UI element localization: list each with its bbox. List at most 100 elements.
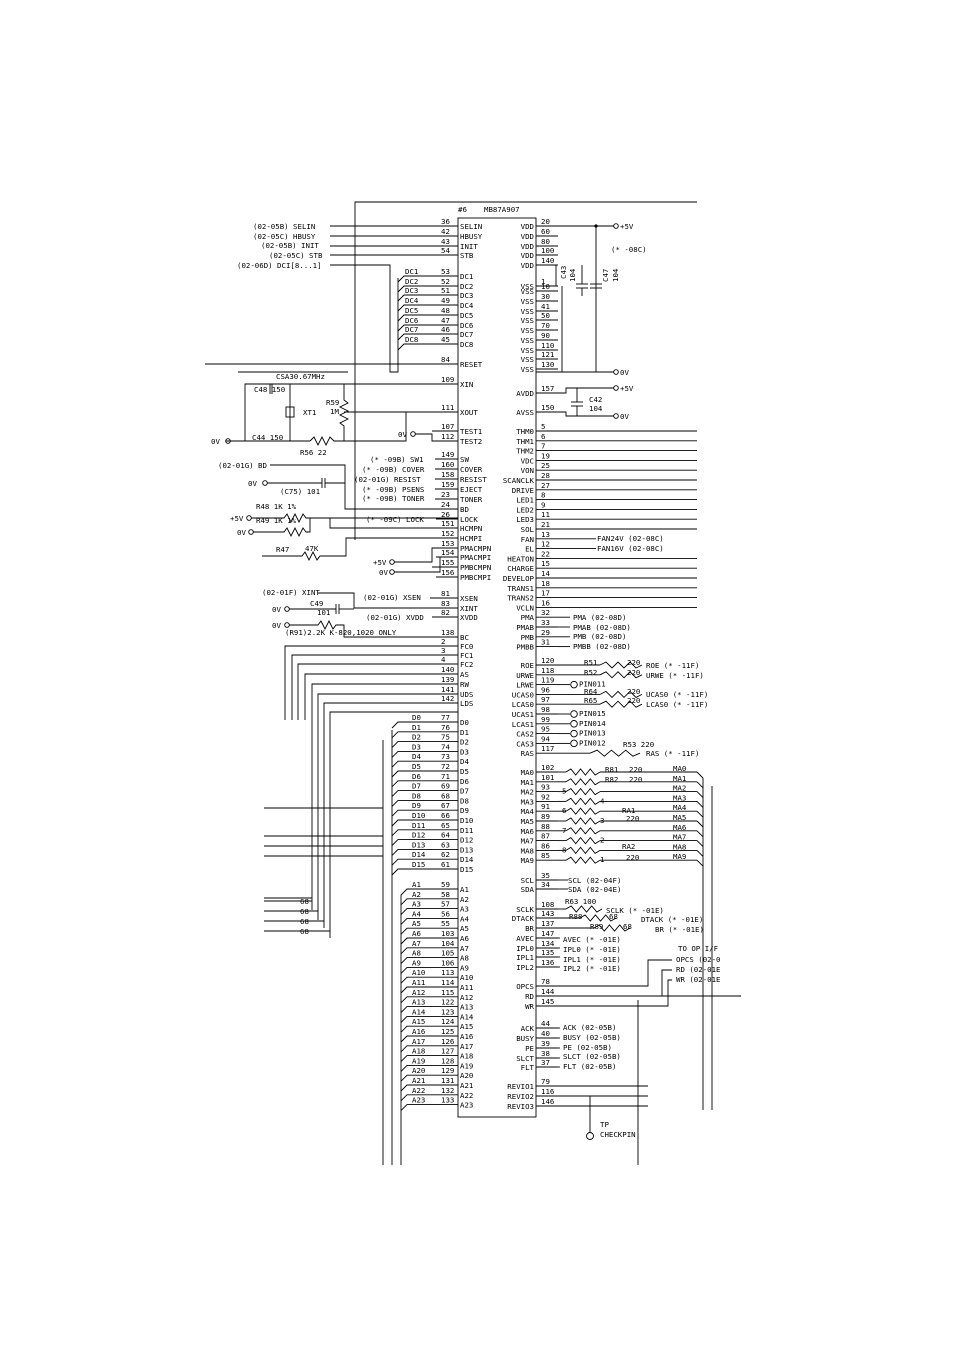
ref-xsen: (02-01G) XSEN xyxy=(363,593,421,602)
ic-right-pin-number: 60 xyxy=(541,227,550,236)
ma-label: MA1 xyxy=(673,774,686,783)
ic-left-pin-name: XIN xyxy=(460,380,473,389)
ma-label: MA2 xyxy=(673,784,686,793)
ic-left-pin-name: A5 xyxy=(460,924,469,933)
ic-right-pin-number: 119 xyxy=(541,676,554,685)
ic-left-pin-name: A23 xyxy=(460,1101,473,1110)
data-bus-label: D6 xyxy=(412,772,421,781)
ic-left-pin-name: XOUT xyxy=(460,408,478,417)
address-bus-entry xyxy=(400,888,436,896)
address-bus-label: A13 xyxy=(412,998,425,1007)
osc-label: CSA30.67MHz xyxy=(276,372,325,381)
ic-right-pin-number: 12 xyxy=(541,540,550,549)
ic-right-pin-number: 25 xyxy=(541,461,550,470)
vss-0v: 0V xyxy=(620,368,629,377)
resistor-array-pin: 5 xyxy=(562,787,566,796)
ic-right-pin-name: VDC xyxy=(521,456,534,465)
ic-left-pin-number: 124 xyxy=(441,1017,455,1026)
bus-control-lines xyxy=(264,645,458,938)
address-bus-entry xyxy=(400,1104,436,1111)
c47-label: C47 xyxy=(601,269,610,282)
ic-left-pin-number: 81 xyxy=(441,589,450,598)
dc-bus-label: DC1 xyxy=(405,267,418,276)
ic-left-pin-number: 149 xyxy=(441,450,454,459)
ic-right-pin-number: 101 xyxy=(541,773,554,782)
ic-right-pin-number: 130 xyxy=(541,360,554,369)
ic-right-pin-name: LCAS1 xyxy=(512,720,534,729)
ic-left-pin-name: SW xyxy=(460,455,469,464)
ic-left-pin-number: 84 xyxy=(441,355,450,364)
ic-right-pin-number: 28 xyxy=(541,471,550,480)
ic-left-pin-name: D14 xyxy=(460,855,474,864)
ic-right-pin-number: 143 xyxy=(541,909,554,918)
r59-label: R59 xyxy=(326,398,339,407)
ic-right-pin-name: ACK xyxy=(521,1024,535,1033)
c49-value: 101 xyxy=(317,608,330,617)
ic-ref: #6 xyxy=(458,205,467,214)
pin-marker xyxy=(570,720,578,728)
ma-resistor xyxy=(565,797,601,806)
resistor-array-pin: 2 xyxy=(600,836,604,845)
br-resistor xyxy=(593,924,631,932)
ma-label: MA7 xyxy=(673,833,686,842)
ic-left-pin-name: D5 xyxy=(460,767,469,776)
ic-left-pin-name: DC6 xyxy=(460,321,473,330)
pin-marker-label: PIN012 xyxy=(579,738,606,747)
ic-left-pin-number: 58 xyxy=(441,890,450,899)
xint-0v: 0V xyxy=(272,605,281,614)
data-bus-label: D2 xyxy=(412,733,421,742)
ic-left-pin-name: DC1 xyxy=(460,272,473,281)
ic-right-pin-name: LED1 xyxy=(516,496,534,505)
ic-part: MB87A907 xyxy=(484,205,520,214)
data-bus-entry xyxy=(391,760,436,768)
ic-right-pin-number: 10 xyxy=(541,282,550,291)
address-bus-entry xyxy=(400,1035,436,1043)
ic-left-pin-number: 106 xyxy=(441,958,454,967)
right-signal-lines xyxy=(558,430,741,1165)
ic-right-pin-name: BR xyxy=(525,924,534,933)
urwe-ref: URWE (* -11F) xyxy=(646,671,704,680)
ref-cover: (* -09B) COVER xyxy=(362,465,425,474)
ic-left-pin-number: 123 xyxy=(441,1007,454,1016)
ic-left-pin-number: 36 xyxy=(441,217,450,226)
data-bus-label: D4 xyxy=(412,752,421,761)
r81-label: R81 xyxy=(605,765,618,774)
data-bus-label: D0 xyxy=(412,713,421,722)
ic-right-pin-name: VSS xyxy=(521,287,534,296)
tp-checkpin xyxy=(586,1132,594,1140)
ic-left-pin-number: 48 xyxy=(441,306,450,315)
ic-left-pin-number: 155 xyxy=(441,558,454,567)
ic-right-pin-number: 70 xyxy=(541,321,550,330)
ic-right-pin-number: 110 xyxy=(541,341,554,350)
address-bus-entry xyxy=(400,957,436,964)
pin-marker-label: PIN013 xyxy=(579,729,606,738)
ic-left-pin-name: A8 xyxy=(460,954,469,963)
bus-68-label: 68 xyxy=(300,897,309,906)
dc-bus-label: DC2 xyxy=(405,277,418,286)
bd-0v: 0V xyxy=(248,479,257,488)
ic-right-pin-name: VSS xyxy=(521,346,534,355)
address-bus-entry xyxy=(400,927,436,935)
cmp-0v: 0V xyxy=(237,528,246,537)
ic-left-pin-name: D15 xyxy=(460,865,473,874)
data-bus-label: D14 xyxy=(412,850,426,859)
ic-right-pin-name: THM0 xyxy=(516,427,534,436)
ref-selin: (02-05B) SELIN xyxy=(253,222,315,231)
bus-68-label: 68 xyxy=(300,927,309,936)
ic-left-pin-name: D3 xyxy=(460,747,469,756)
address-bus-entry xyxy=(400,1025,436,1033)
ic-left-pin-number: 141 xyxy=(441,685,454,694)
ucas-ref: UCAS0 (* -11F) xyxy=(646,690,708,699)
ic-left-pin-name: LDS xyxy=(460,699,473,708)
address-bus-label: A18 xyxy=(412,1047,425,1056)
ic-right-pin-name: LRWE xyxy=(516,681,534,690)
r47-value: 47K xyxy=(305,544,319,553)
ic-right-pin-number: 116 xyxy=(541,1087,554,1096)
ic-right-pin-number: 94 xyxy=(541,734,550,743)
ic-left-pin-number: 153 xyxy=(441,539,454,548)
data-bus-label: D1 xyxy=(412,723,421,732)
ma-bus-entry xyxy=(696,781,704,789)
ic-right-pin-name: LED2 xyxy=(516,505,534,514)
ref-xvdd: (02-01G) XVDD xyxy=(366,613,424,622)
